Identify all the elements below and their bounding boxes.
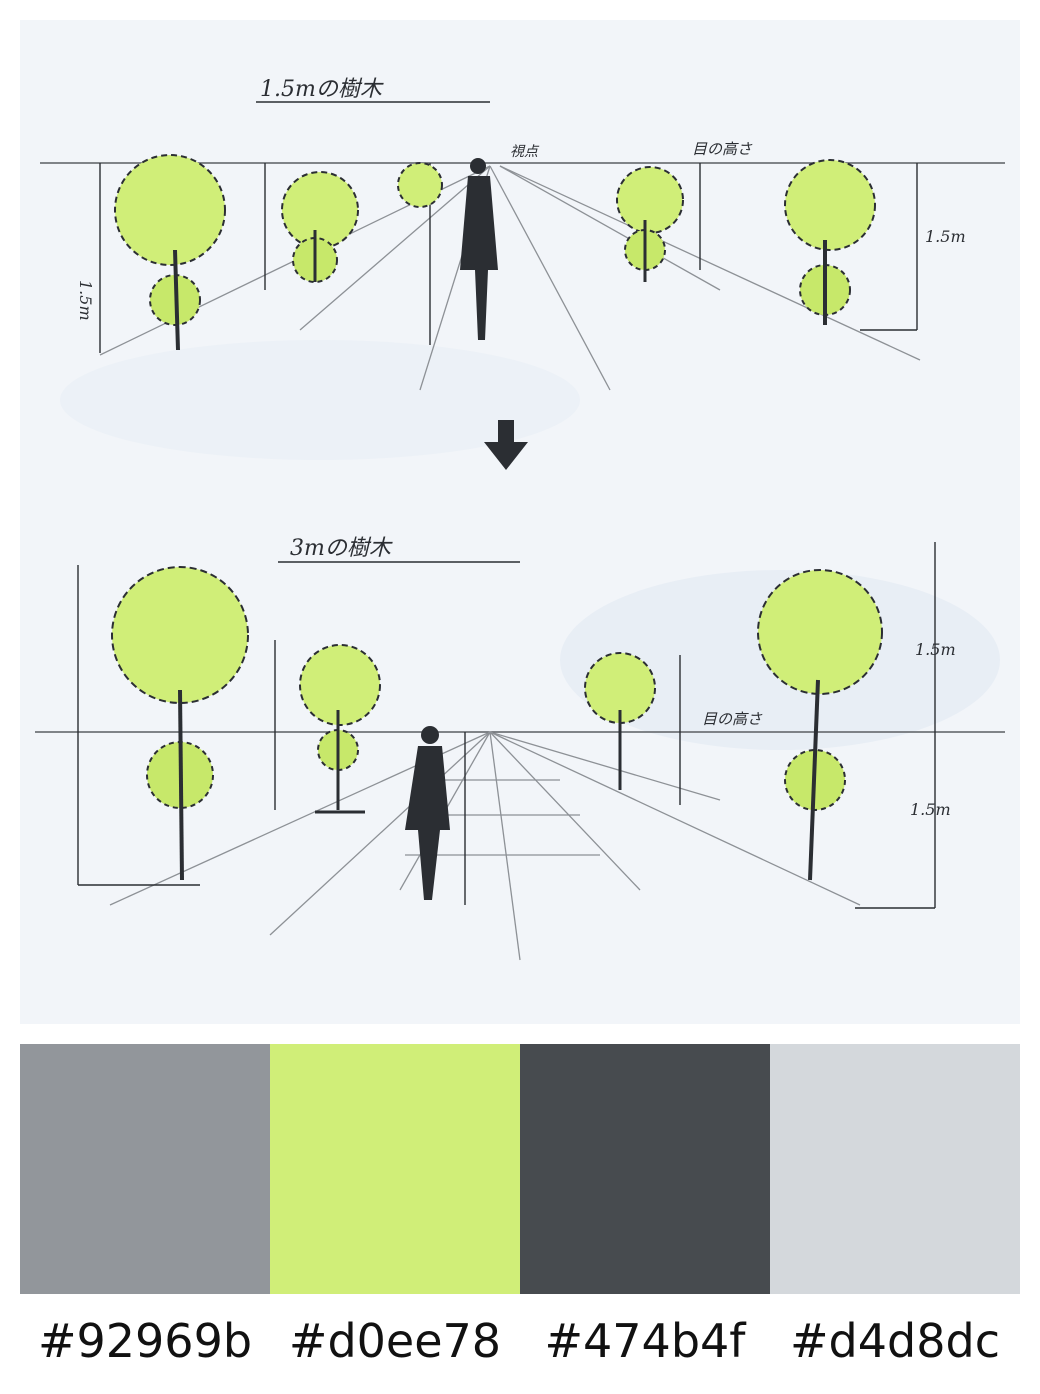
swatch-4-label: #d4d8dc: [770, 1306, 1020, 1376]
swatch-4: [770, 1044, 1020, 1294]
swatch-3-label: #474b4f: [520, 1306, 770, 1376]
color-palette: [20, 1044, 1020, 1294]
dim-label-right: 1.5m: [925, 227, 966, 246]
landscape-sketch: 1.5mの樹木 1.5m 1.5m 目の高さ 視点: [20, 20, 1020, 1024]
top-title: 1.5mの樹木: [260, 77, 384, 102]
bottom-title: 3mの樹木: [290, 536, 393, 561]
eye-mark-label: 視点: [510, 144, 540, 160]
swatch-1: [20, 1044, 270, 1294]
eye-level-label-top: 目の高さ: [692, 140, 753, 158]
swatch-2: [270, 1044, 520, 1294]
swatch-3: [520, 1044, 770, 1294]
swatch-2-label: #d0ee78: [270, 1306, 520, 1376]
color-codes: #92969b #d0ee78 #474b4f #d4d8dc: [20, 1306, 1020, 1376]
swatch-1-label: #92969b: [20, 1306, 270, 1376]
dim-label-bottom-upper: 1.5m: [915, 640, 956, 659]
eye-level-label-bottom: 目の高さ: [702, 710, 763, 728]
tree-height-sketch: 1.5mの樹木 1.5m 1.5m 目の高さ 視点: [20, 20, 1020, 1024]
tree-top-3: [398, 163, 442, 207]
dim-label-left: 1.5m: [76, 280, 95, 321]
dim-label-bottom-lower: 1.5m: [910, 800, 951, 819]
